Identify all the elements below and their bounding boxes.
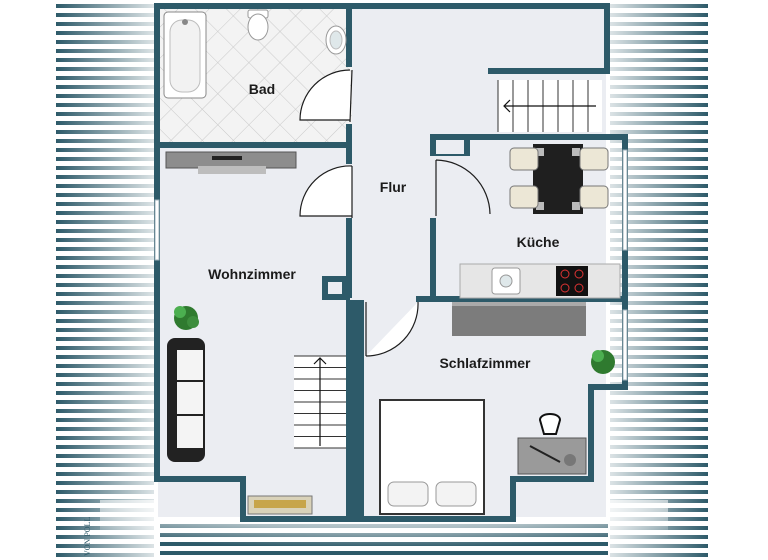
tv-sideboard bbox=[165, 151, 297, 174]
cooktop-icon bbox=[556, 266, 588, 296]
room-label-bad: Bad bbox=[249, 81, 275, 97]
wardrobe bbox=[452, 302, 586, 336]
kitchen-counter bbox=[459, 263, 621, 299]
sofa bbox=[167, 338, 205, 462]
bed bbox=[379, 399, 485, 515]
door-living bbox=[299, 165, 353, 218]
sink-icon bbox=[325, 25, 347, 55]
walls bbox=[154, 3, 628, 522]
desk bbox=[517, 413, 587, 475]
tap-icon bbox=[182, 19, 188, 25]
watermark-left: VON POLL bbox=[83, 517, 92, 556]
dining-chairs bbox=[509, 147, 609, 209]
dining-table bbox=[533, 144, 583, 214]
room-labels: Bad Flur Küche Wohnzimmer Schlafzimmer bbox=[208, 81, 559, 371]
stairs-arrow-icon bbox=[313, 357, 327, 446]
room-label-schlafzimmer: Schlafzimmer bbox=[439, 355, 531, 371]
stairs-arrow-icon bbox=[503, 99, 596, 113]
stairs-living bbox=[294, 355, 346, 449]
door-bathroom bbox=[299, 69, 353, 123]
bathtub bbox=[163, 11, 207, 99]
stairs-upper bbox=[497, 80, 602, 132]
windows bbox=[154, 149, 628, 381]
desk-chair-icon bbox=[538, 413, 562, 435]
toilet-icon bbox=[247, 9, 269, 41]
room-label-flur: Flur bbox=[380, 179, 407, 195]
room-label-wohnzimmer: Wohnzimmer bbox=[208, 266, 296, 282]
room-label-kueche: Küche bbox=[517, 234, 560, 250]
door-kitchen bbox=[435, 159, 491, 216]
plant-icon bbox=[174, 306, 199, 330]
door-bedroom bbox=[365, 301, 419, 357]
doors bbox=[299, 69, 491, 357]
fireplace bbox=[247, 495, 313, 515]
plant-icon bbox=[591, 350, 615, 374]
